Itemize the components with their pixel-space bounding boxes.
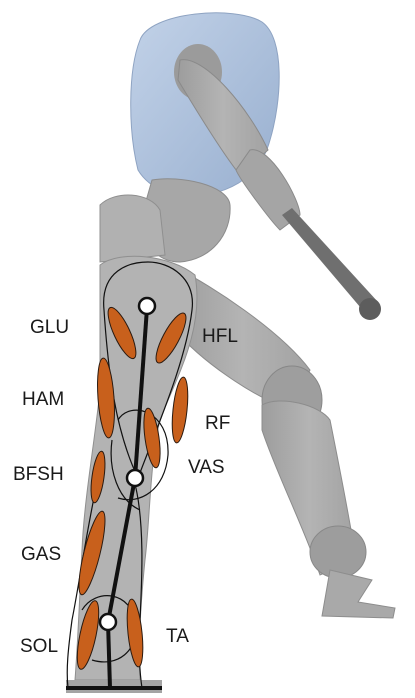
- robot-far-ankle: [310, 526, 366, 578]
- hip-joint: [139, 298, 155, 314]
- ankle-joint: [100, 614, 116, 630]
- label-ta: TA: [166, 627, 189, 646]
- label-gas: GAS: [21, 545, 61, 564]
- label-rf: RF: [205, 414, 230, 433]
- robot-hand-tip: [359, 298, 381, 320]
- robot-far-foot: [322, 570, 395, 618]
- label-bfsh: BFSH: [13, 465, 64, 484]
- foot-bone: [108, 622, 110, 688]
- label-sol: SOL: [20, 637, 58, 656]
- robot-hip-block: [100, 195, 165, 262]
- label-glu: GLU: [30, 318, 69, 337]
- knee-joint: [127, 470, 143, 486]
- label-ham: HAM: [22, 390, 64, 409]
- robot-hand-tool: [282, 208, 378, 314]
- label-vas: VAS: [188, 458, 225, 477]
- label-hfl: HFL: [202, 327, 238, 346]
